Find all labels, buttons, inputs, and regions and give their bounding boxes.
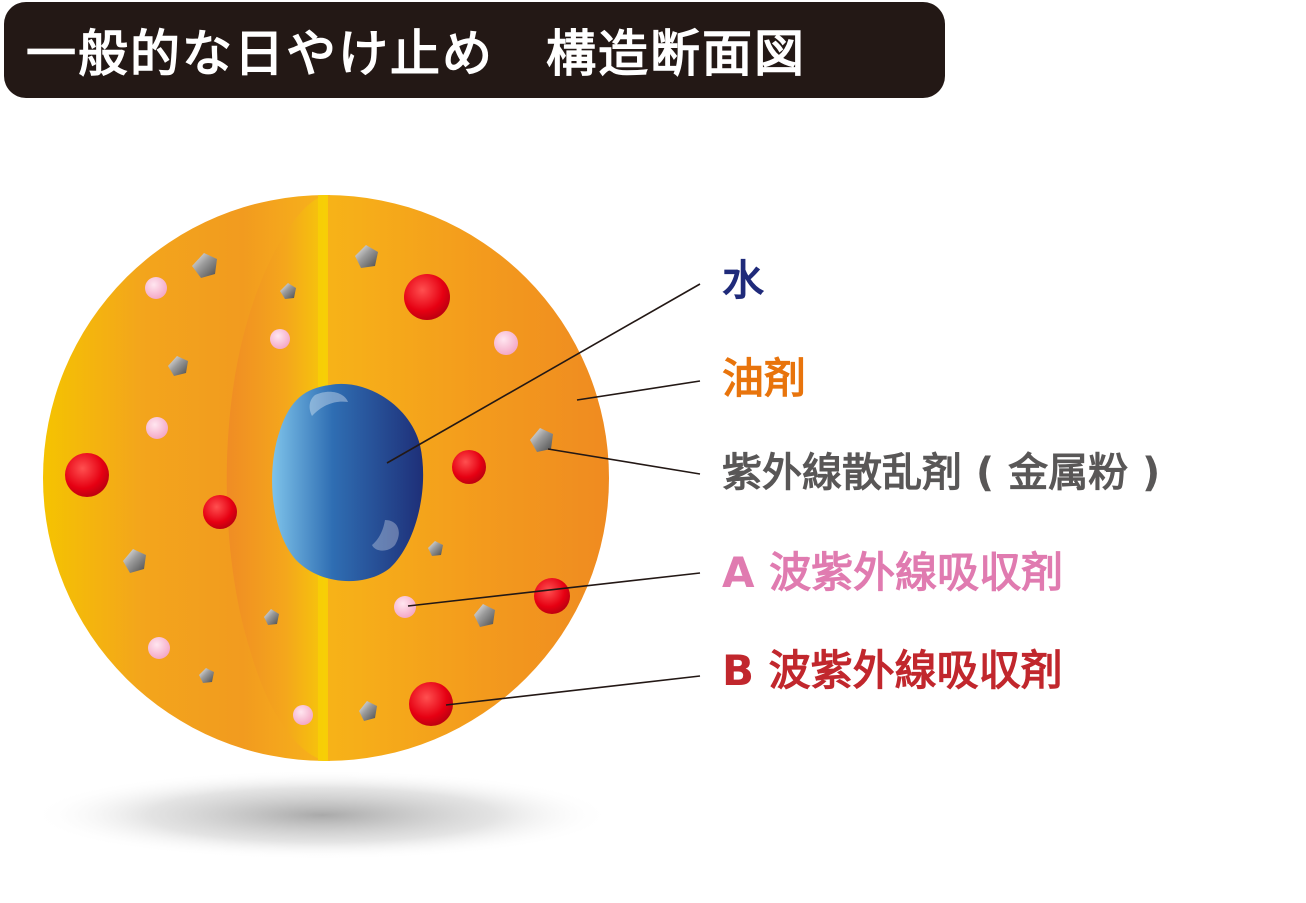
uvb-particle <box>409 682 453 726</box>
metal-particle <box>355 245 378 268</box>
uva-particle <box>145 277 167 299</box>
metal-particle <box>264 609 279 625</box>
label-scatter: 紫外線散乱剤 ( 金属粉 ) <box>722 450 1161 496</box>
uvb-particle <box>534 578 570 614</box>
uvb-particle <box>404 274 450 320</box>
uvb-particle <box>65 453 109 497</box>
metal-particle <box>199 668 214 683</box>
metal-particle <box>123 549 146 573</box>
uva-particles <box>145 277 518 725</box>
metal-particle <box>192 253 217 278</box>
label-uva: A 波紫外線吸収剤 <box>722 548 1064 597</box>
metal-particle <box>530 428 553 452</box>
label-oil: 油剤 <box>722 354 807 403</box>
metal-particle <box>428 541 443 556</box>
leader-lines <box>386 283 701 706</box>
leader-line-scatter <box>547 448 701 475</box>
metal-particle <box>359 701 377 721</box>
ground-shadow <box>32 770 612 860</box>
uvb-particles <box>65 274 570 726</box>
uva-particle <box>394 596 416 618</box>
leader-line-uva <box>407 572 701 607</box>
uva-particle <box>270 329 290 349</box>
label-water: 水 <box>722 256 765 305</box>
label-uvb: B 波紫外線吸収剤 <box>722 646 1063 695</box>
leader-line-uvb <box>445 675 701 706</box>
scatter-particles <box>123 245 553 721</box>
metal-particle <box>474 604 495 627</box>
metal-particle <box>280 283 296 299</box>
leader-line-oil <box>576 380 701 401</box>
title-bar: 一般的な日やけ止め 構造断面図 <box>4 2 945 98</box>
uvb-particle <box>203 495 237 529</box>
uva-particle <box>494 331 518 355</box>
uva-particle <box>146 417 168 439</box>
diagram-title: 一般的な日やけ止め 構造断面図 <box>26 25 806 83</box>
uva-particle <box>293 705 313 725</box>
uva-particle <box>148 637 170 659</box>
metal-particle <box>168 356 188 376</box>
water-droplet <box>272 383 424 582</box>
leader-line-water <box>386 283 701 464</box>
uvb-particle <box>452 450 486 484</box>
